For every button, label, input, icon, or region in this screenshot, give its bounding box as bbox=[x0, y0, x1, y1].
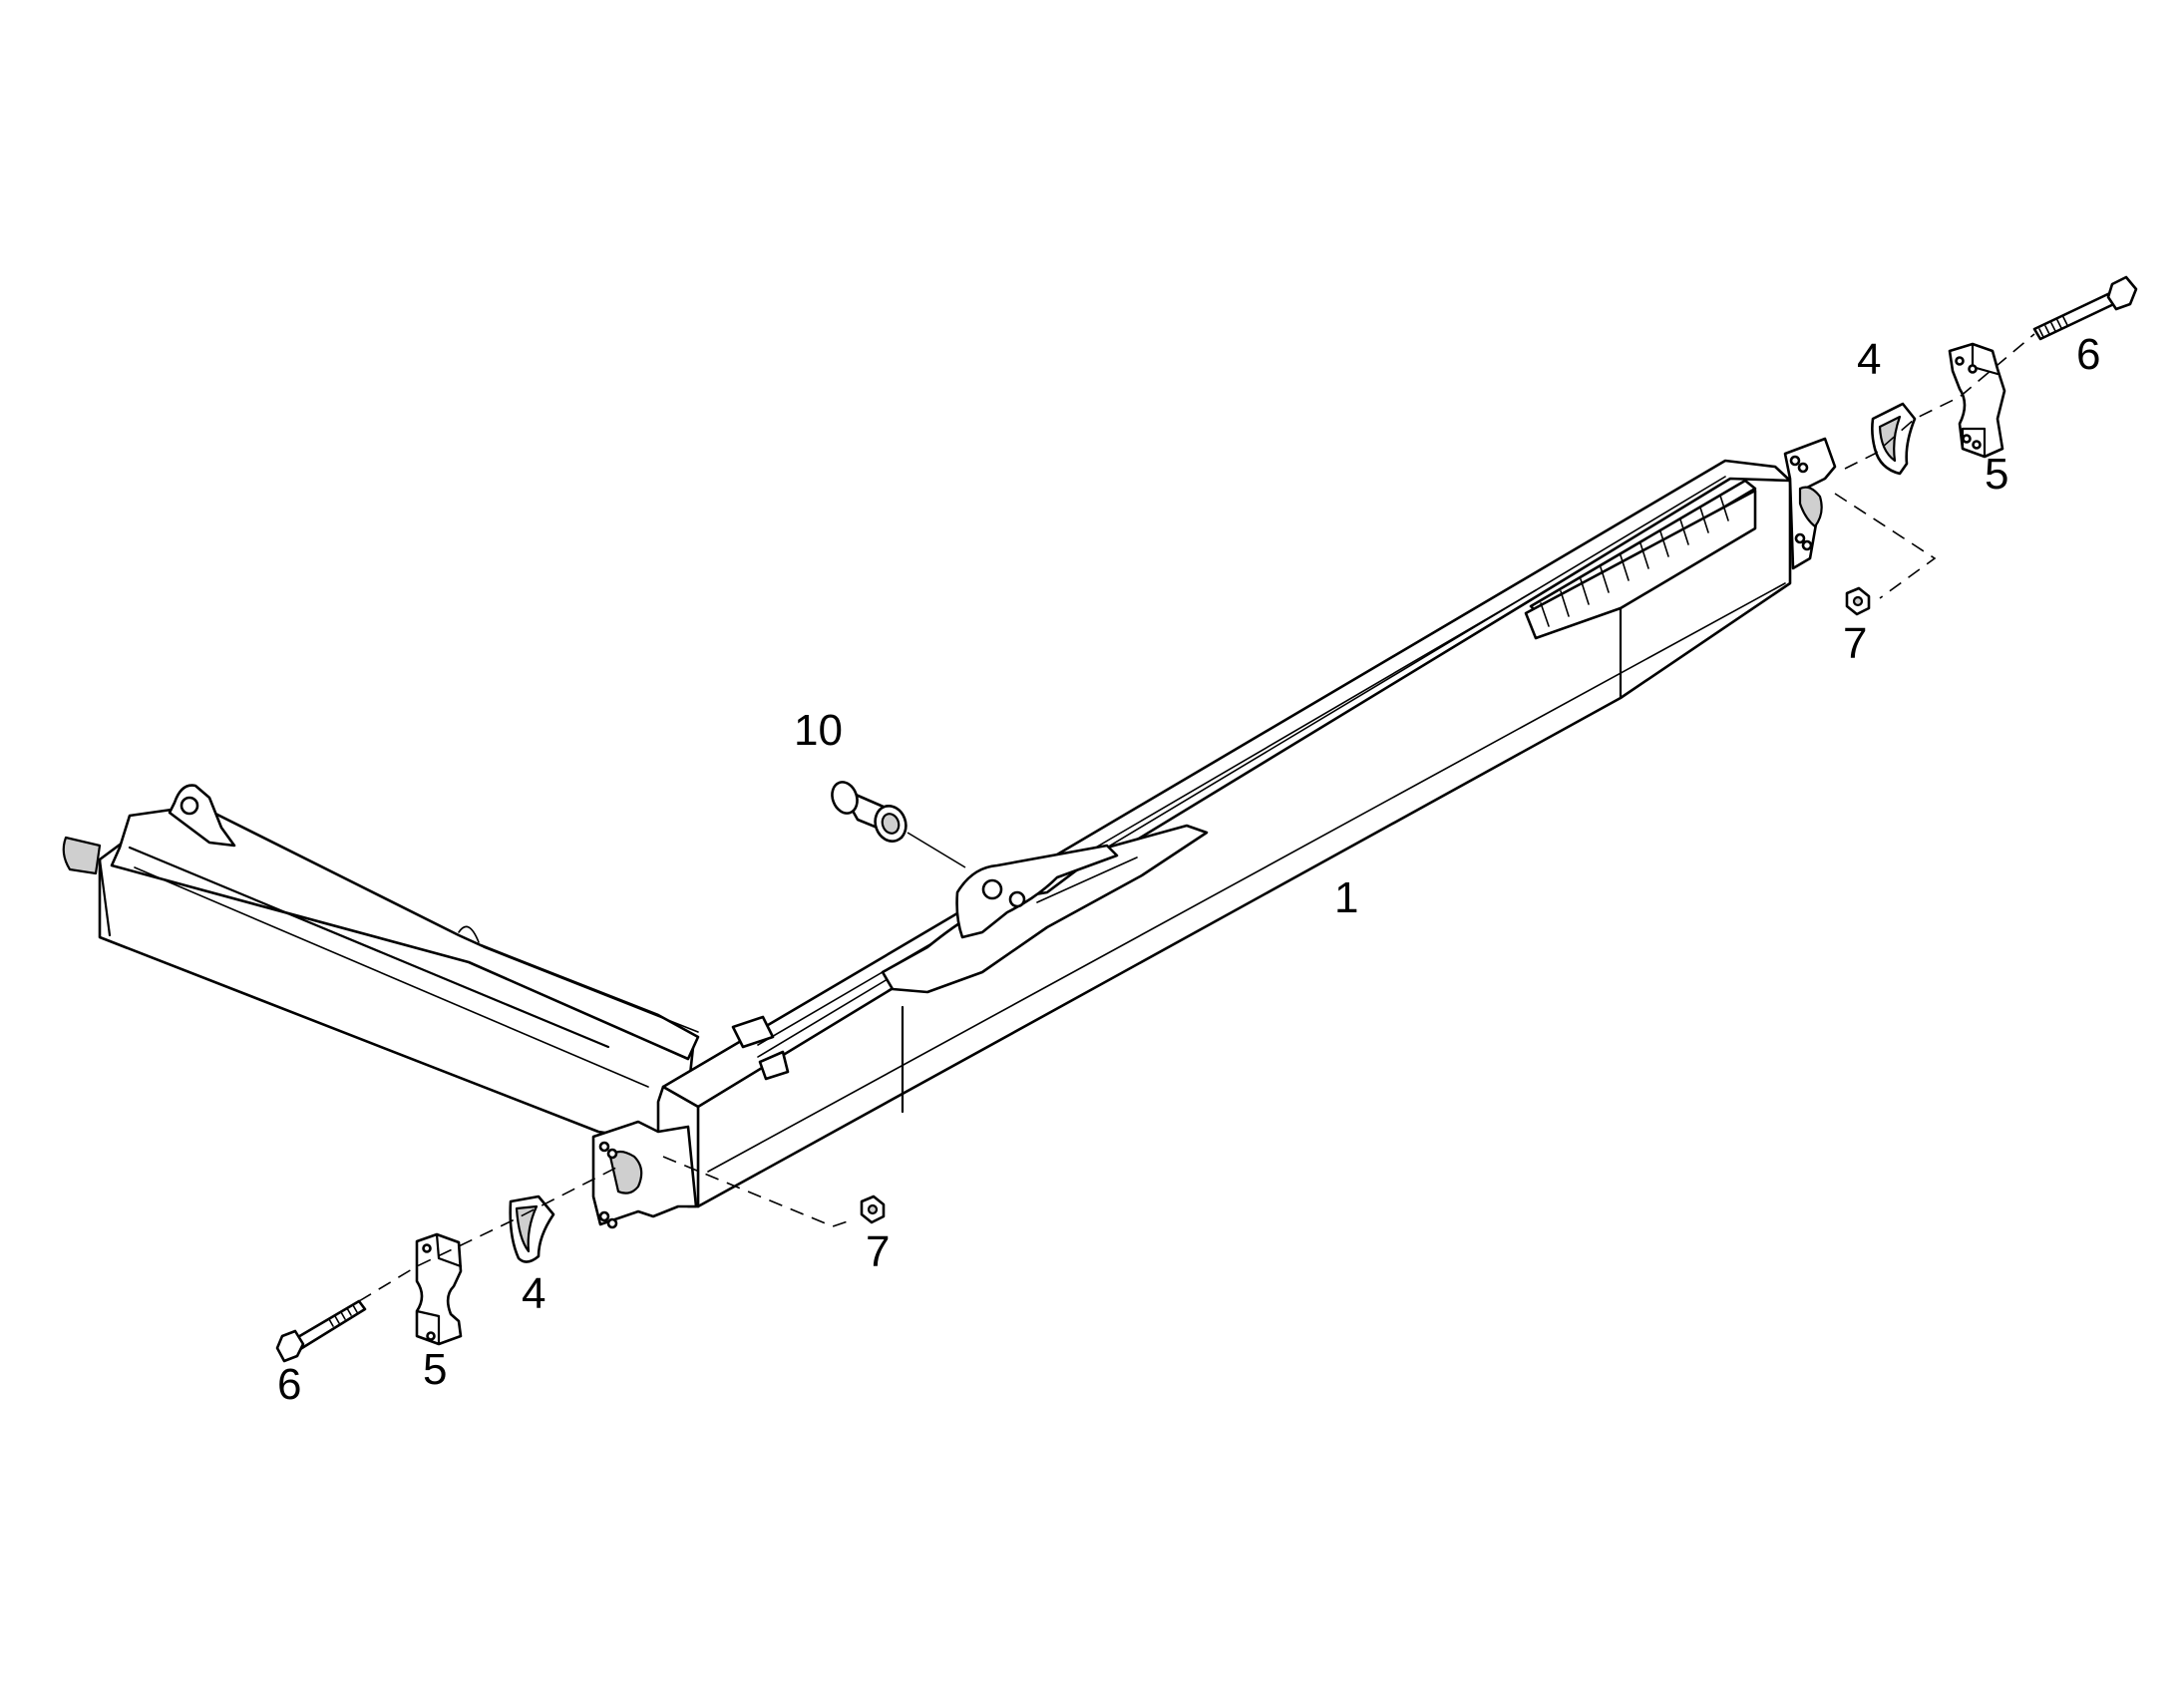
assembly-line-left-nut bbox=[662, 1156, 849, 1227]
bearing-shell-right bbox=[1871, 402, 1917, 476]
clamp-cap-left bbox=[415, 1232, 463, 1346]
assembly-line-right-shaft bbox=[1844, 333, 2035, 470]
callout-main-frame: 1 bbox=[1334, 873, 1358, 922]
bolt-left bbox=[275, 1299, 367, 1363]
main-frame bbox=[62, 437, 1837, 1229]
left-arm-cylinder-end bbox=[62, 836, 102, 875]
nut-left bbox=[860, 1195, 886, 1224]
callout-clamp-cap-right: 5 bbox=[1985, 450, 2008, 499]
callout-nut-left: 7 bbox=[866, 1227, 890, 1276]
left-end-mount bbox=[591, 1120, 698, 1229]
callout-nut-right: 7 bbox=[1843, 619, 1867, 668]
callout-bearing-shell-right: 4 bbox=[1857, 335, 1881, 384]
callout-bolt-right: 6 bbox=[2076, 330, 2100, 379]
callout-clamp-cap-left: 5 bbox=[423, 1345, 447, 1394]
callout-pin: 10 bbox=[794, 706, 843, 755]
pin-part-10 bbox=[831, 781, 966, 868]
bolt-right bbox=[2032, 275, 2138, 341]
clamp-cap-right bbox=[1948, 342, 2006, 459]
assembly-line-left-shaft bbox=[358, 1166, 619, 1302]
nut-right bbox=[1845, 586, 1871, 616]
callout-bolt-left: 6 bbox=[277, 1360, 301, 1409]
junction-tab bbox=[731, 1015, 775, 1049]
rack-teeth bbox=[1524, 479, 1757, 640]
callout-bearing-shell-left: 4 bbox=[522, 1269, 545, 1318]
callouts: 1 10 4 5 6 7 7 4 5 6 bbox=[277, 330, 2100, 1409]
bearing-shell-left bbox=[509, 1195, 555, 1263]
right-end-mount bbox=[1783, 437, 1837, 570]
assembly-line-right-nut bbox=[1834, 493, 1937, 599]
hinge-bracket bbox=[881, 824, 1209, 994]
